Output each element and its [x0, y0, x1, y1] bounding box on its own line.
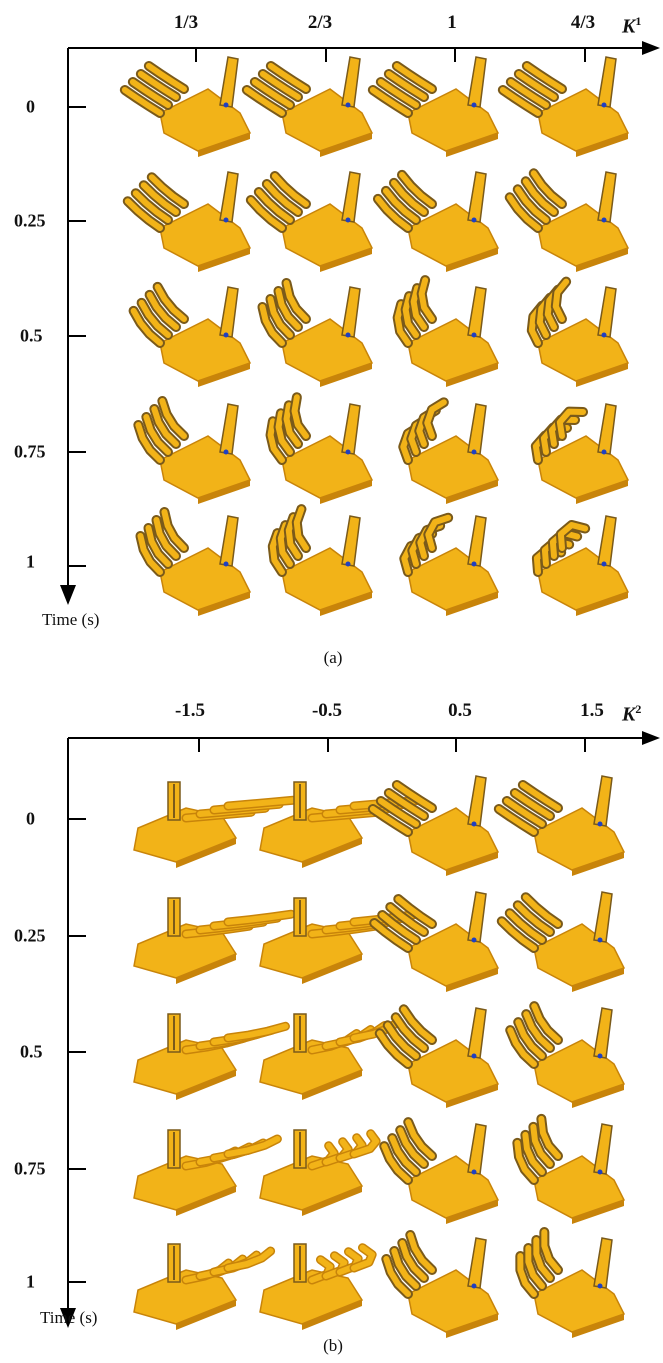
panel-a-hand-r1-c1: [119, 56, 252, 157]
panel-a-hand-r1-c3: [367, 56, 500, 157]
panel-b-hand-r1-c1: [133, 781, 298, 868]
panel-b-hand-r2-c3: [369, 891, 500, 992]
panel-a-col-label-4: 4/3: [570, 12, 596, 33]
panel-a-hand-r3-c2: [257, 277, 374, 387]
panel-a-axis-symbol: K1: [622, 14, 642, 38]
panel-a-hand-r3-c3: [392, 275, 500, 387]
panel-a-col-label-1: 1/3: [173, 12, 199, 33]
panel-a-row-label-1: 0: [26, 96, 35, 117]
panel-b-hand-r4-c1: [133, 1129, 282, 1216]
panel-a-col-label-3: 1: [447, 12, 457, 33]
panel-a-hand-r5-c3: [399, 512, 500, 616]
panel-b-x-axis-arrowhead: [642, 731, 660, 745]
panel-b-hand-r2-c1: [133, 897, 296, 984]
panel-b-hand-r5-c3: [381, 1229, 500, 1338]
panel-b-hand-r3-c3: [374, 1004, 500, 1108]
panel-a-hand-r3-c4: [526, 276, 630, 387]
panel-b-time-label: Time (s): [40, 1308, 98, 1327]
panel-a: 1/3 2/3 1 4/3 K1 0 0.25 0.5 0.75 1 Time …: [0, 0, 663, 680]
panel-a-hand-r1-c2: [241, 56, 374, 157]
panel-b-hand-r4-c4: [512, 1113, 626, 1224]
panel-a-hand-r2-c4: [504, 168, 630, 272]
panel-a-row-label-4: 0.75: [14, 441, 46, 462]
panel-a-hand-r4-c4: [530, 403, 630, 504]
panel-b-hand-r5-c2: [259, 1243, 377, 1330]
panel-a-hand-r5-c2: [267, 504, 374, 616]
panel-a-figure: [60, 41, 660, 616]
panel-a-hand-r4-c3: [398, 397, 500, 504]
panel-b-hand-r3-c4: [505, 1001, 626, 1108]
panel-a-hand-r4-c2: [265, 392, 374, 504]
panel-a-hand-r4-c1: [133, 395, 252, 504]
panel-a-hand-r5-c4: [531, 515, 630, 616]
panel-a-time-label: Time (s): [42, 610, 100, 629]
panel-b: -1.5 -0.5 0.5 1.5 K2 0 0.25 0.5 0.75 1 T…: [0, 690, 663, 1363]
panel-a-hand-r2-c3: [372, 169, 500, 272]
panel-b-hand-r1-c4: [493, 775, 626, 876]
panel-a-x-axis-arrowhead: [642, 41, 660, 55]
panel-b-hand-r4-c3: [379, 1117, 500, 1224]
panel-a-row-label-3: 0.5: [20, 325, 43, 346]
panel-b-col-label-2: -0.5: [311, 700, 343, 721]
panel-a-hand-r1-c4: [497, 56, 630, 157]
panel-a-row-label-5: 1: [26, 551, 35, 572]
panel-b-caption: (b): [323, 1336, 343, 1355]
panel-b-row-label-2: 0.25: [14, 925, 46, 946]
panel-a-caption: (a): [323, 648, 343, 667]
panel-a-col-label-2: 2/3: [307, 12, 333, 33]
panel-b-col-label-4: 1.5: [580, 700, 604, 721]
panel-b-figure: [60, 731, 660, 1338]
panel-b-row-label-5: 1: [26, 1271, 35, 1292]
panel-a-hand-r5-c1: [135, 506, 252, 616]
panel-b-hand-r3-c1: [133, 1013, 290, 1100]
panel-a-time-axis-arrowhead: [60, 585, 76, 605]
panel-b-row-label-4: 0.75: [14, 1158, 46, 1179]
panel-a-hand-r3-c1: [128, 281, 252, 387]
panel-b-axis-symbol: K2: [622, 702, 642, 726]
panel-b-col-label-3: 0.5: [448, 700, 472, 721]
panel-b-time-axis-arrowhead: [60, 1308, 76, 1328]
panel-a-row-label-2: 0.25: [14, 210, 46, 231]
panel-b-hand-r1-c3: [367, 775, 500, 876]
panel-b-hand-r4-c2: [259, 1129, 381, 1216]
panel-b-row-label-1: 0: [26, 808, 35, 829]
panel-a-hand-r2-c2: [245, 171, 374, 272]
panel-b-hand-r2-c4: [496, 891, 626, 992]
panel-b-row-label-3: 0.5: [20, 1041, 43, 1062]
panel-b-hand-r5-c4: [515, 1227, 626, 1338]
panel-b-col-label-1: -1.5: [174, 700, 206, 721]
panel-a-hand-r2-c1: [122, 171, 252, 272]
panel-b-hand-r5-c1: [133, 1243, 276, 1330]
